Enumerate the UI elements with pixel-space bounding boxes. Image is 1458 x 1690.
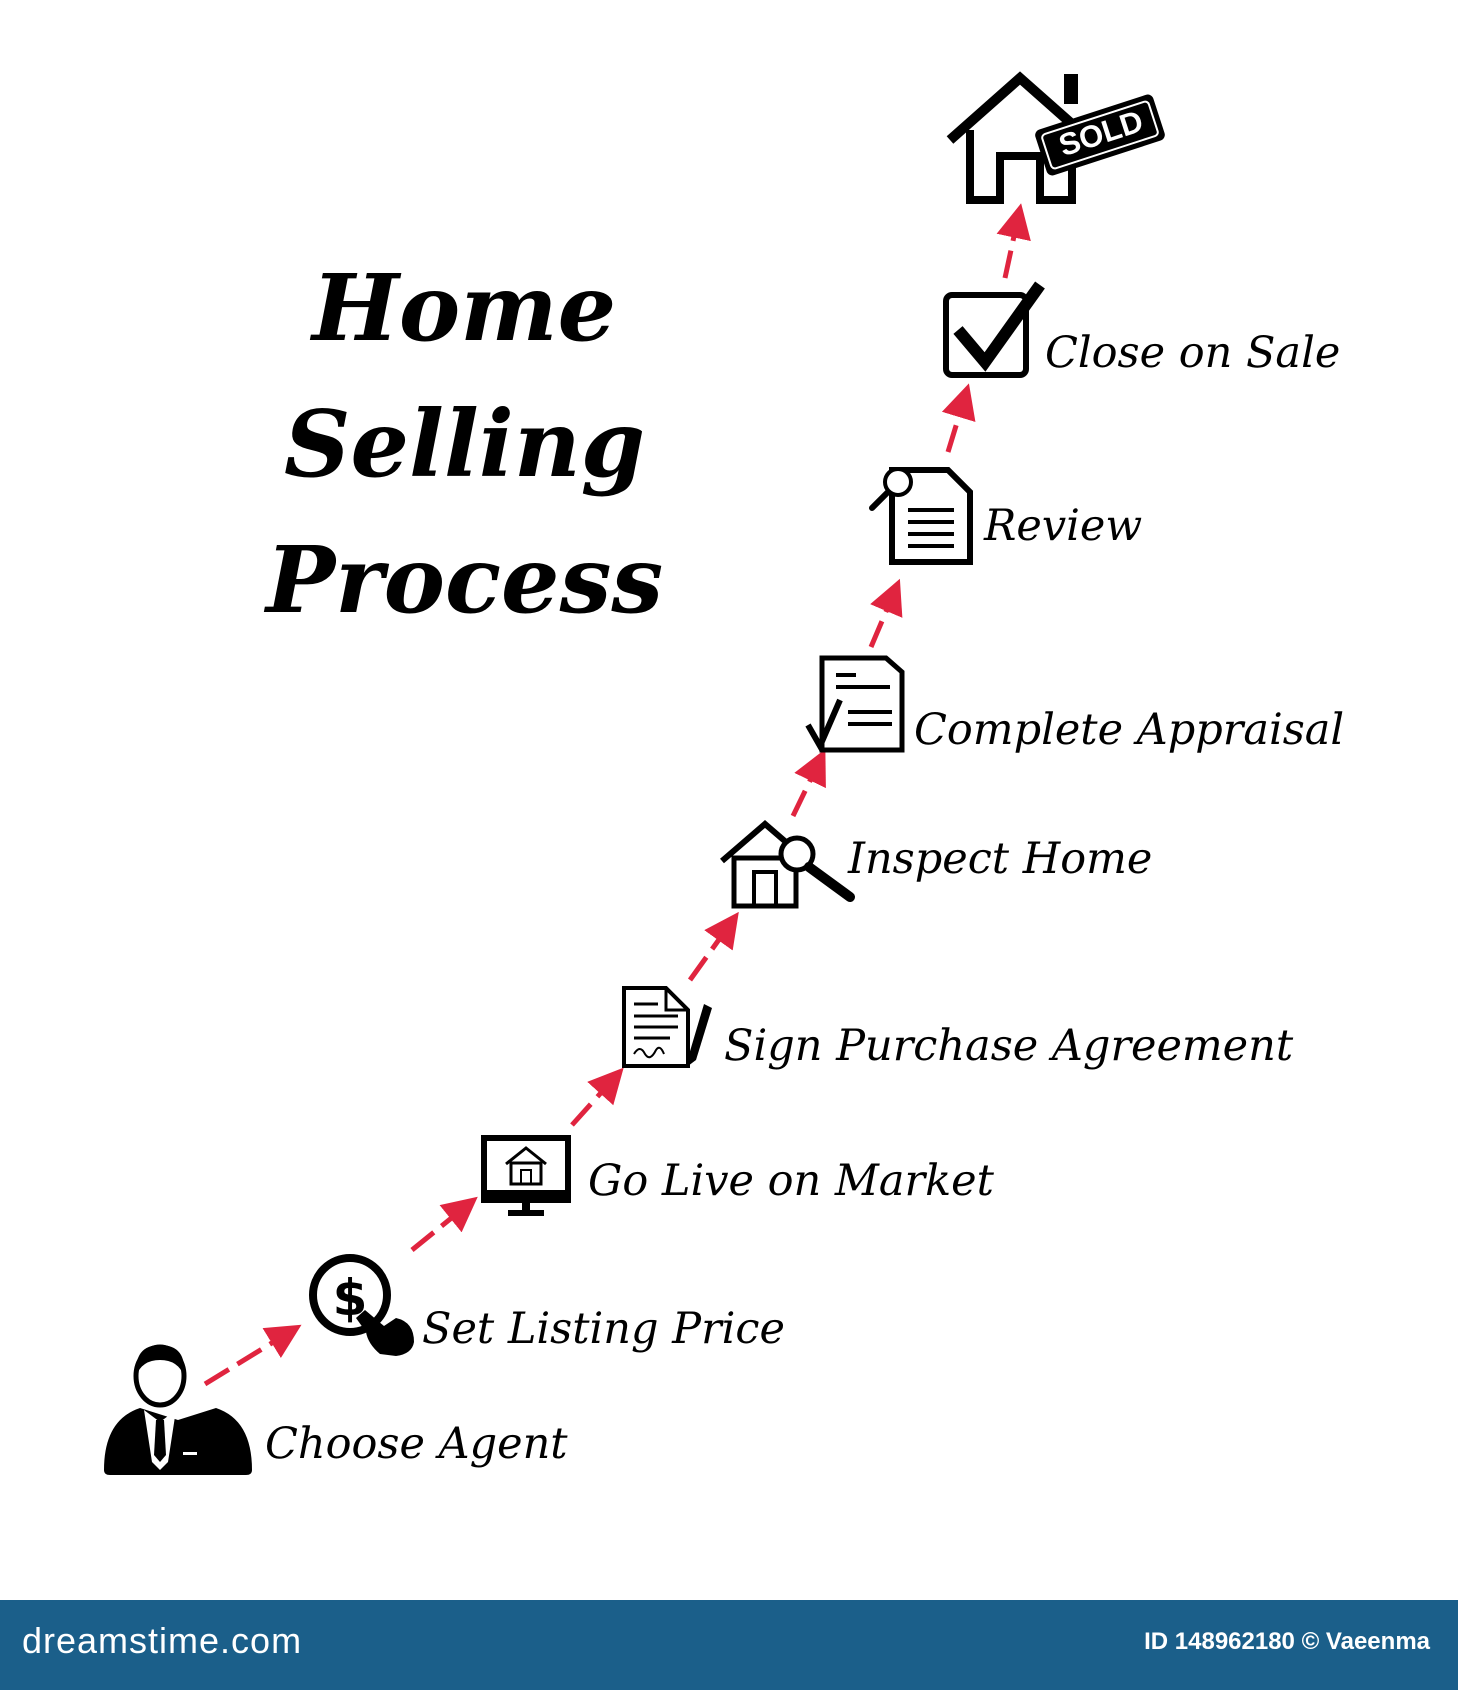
step-label-review: Review bbox=[984, 501, 1143, 551]
checked-document-icon bbox=[805, 655, 905, 753]
arrow-6 bbox=[868, 578, 903, 648]
title-line-1: Home bbox=[312, 254, 617, 362]
title-line-3: Process bbox=[266, 526, 664, 634]
step-label-complete-appraisal: Complete Appraisal bbox=[914, 705, 1345, 755]
agent-icon bbox=[104, 1344, 252, 1475]
arrow-7 bbox=[941, 383, 976, 453]
arrow-2 bbox=[410, 1196, 478, 1252]
signed-document-icon bbox=[622, 986, 712, 1068]
brand-logo[interactable]: dreamstime.com bbox=[22, 1620, 303, 1661]
image-credit: ID 148962180 © Vaeenma bbox=[1144, 1628, 1430, 1655]
footer-bar: dreamstime.com ID 148962180 © Vaeenma bbox=[0, 1600, 1458, 1690]
step-label-close-on-sale: Close on Sale bbox=[1045, 328, 1341, 378]
step-label-set-listing-price: Set Listing Price bbox=[422, 1304, 785, 1354]
checkbox-icon bbox=[943, 281, 1045, 378]
arrow-4 bbox=[687, 911, 739, 982]
step-label-sign-agreement: Sign Purchase Agreement bbox=[724, 1021, 1294, 1071]
arrow-8 bbox=[996, 203, 1031, 279]
step-label-inspect-home: Inspect Home bbox=[848, 834, 1153, 884]
arrow-5 bbox=[790, 748, 826, 818]
sold-house-icon bbox=[946, 71, 1165, 204]
step-label-choose-agent: Choose Agent bbox=[265, 1419, 568, 1469]
monitor-house-icon bbox=[481, 1135, 571, 1216]
arrow-3 bbox=[570, 1067, 624, 1127]
step-label-go-live: Go Live on Market bbox=[588, 1156, 994, 1206]
document-magnifier-icon bbox=[869, 467, 973, 565]
process-flow: $ bbox=[104, 71, 1165, 1475]
title-line-2: Selling bbox=[284, 390, 646, 498]
flow-arrows bbox=[203, 203, 1031, 1387]
arrow-1 bbox=[203, 1324, 302, 1387]
house-magnifier-icon bbox=[720, 820, 855, 909]
price-icon: $ bbox=[309, 1254, 414, 1356]
